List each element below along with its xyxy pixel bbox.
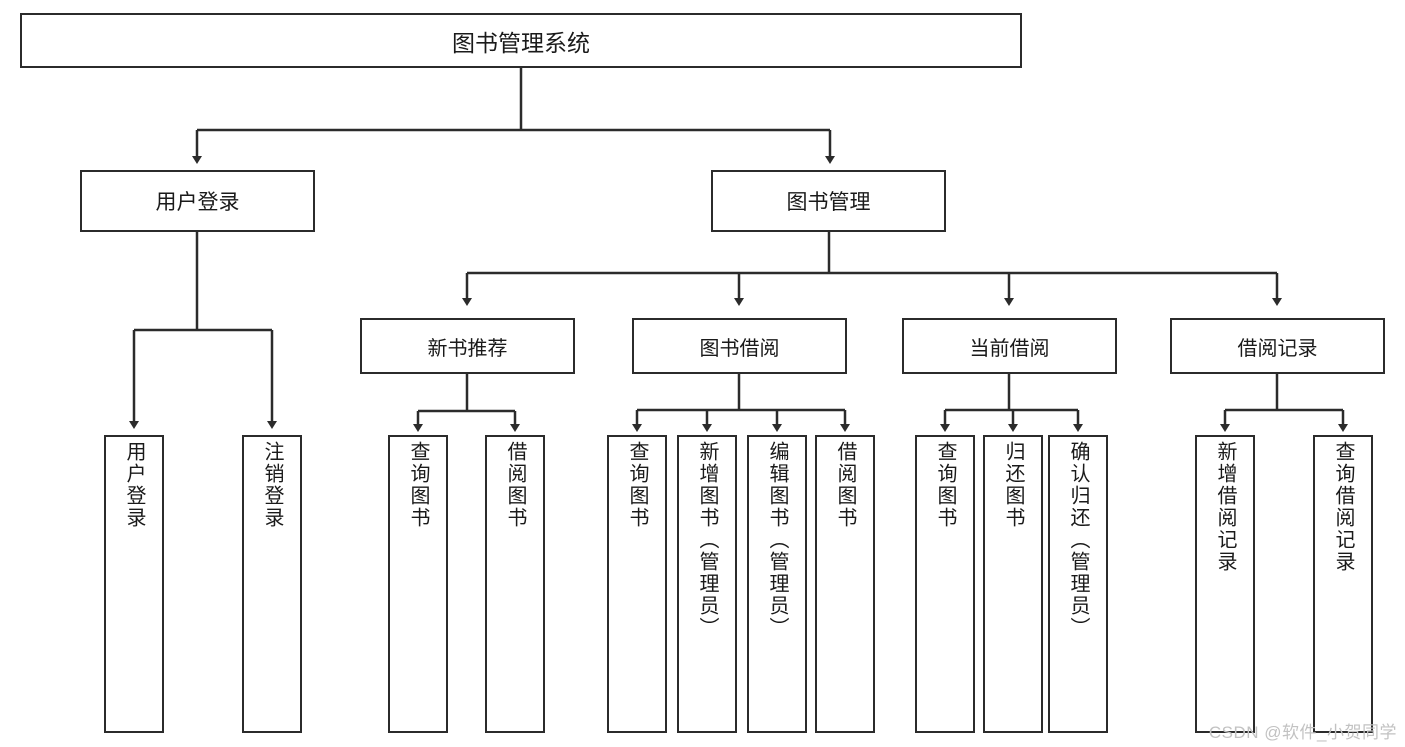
leaf-user-login[interactable]: 用户登录	[104, 435, 164, 733]
node-new-book-recommend[interactable]: 新书推荐	[360, 318, 575, 374]
leaf-add-book-admin-label: 新增图书（管理员）	[696, 441, 718, 639]
leaf-borrow-book[interactable]: 借阅图书	[815, 435, 875, 733]
leaf-query-book-recommend-label: 查询图书	[407, 441, 429, 529]
node-root[interactable]: 图书管理系统	[20, 13, 1022, 68]
leaf-add-borrow-record-label: 新增借阅记录	[1214, 441, 1236, 573]
node-book-management[interactable]: 图书管理	[711, 170, 946, 232]
leaf-add-book-admin[interactable]: 新增图书（管理员）	[677, 435, 737, 733]
leaf-query-book-current-label: 查询图书	[934, 441, 956, 529]
leaf-add-borrow-record[interactable]: 新增借阅记录	[1195, 435, 1255, 733]
leaf-logout-label: 注销登录	[261, 441, 283, 529]
leaf-query-book-recommend[interactable]: 查询图书	[388, 435, 448, 733]
csdn-watermark: CSDN @软件_小贺同学	[1208, 723, 1397, 742]
leaf-query-book-current[interactable]: 查询图书	[915, 435, 975, 733]
leaf-edit-book-admin-label: 编辑图书（管理员）	[766, 441, 788, 639]
node-new-book-recommend-label: 新书推荐	[427, 337, 508, 360]
node-current-borrow[interactable]: 当前借阅	[902, 318, 1117, 374]
leaf-query-book-borrow-label: 查询图书	[626, 441, 648, 529]
leaf-query-borrow-record-label: 查询借阅记录	[1332, 441, 1354, 573]
node-user-login[interactable]: 用户登录	[80, 170, 315, 232]
leaf-query-book-borrow[interactable]: 查询图书	[607, 435, 667, 733]
leaf-user-login-label: 用户登录	[123, 441, 145, 529]
leaf-return-book-label: 归还图书	[1002, 441, 1024, 529]
leaf-return-book[interactable]: 归还图书	[983, 435, 1043, 733]
leaf-confirm-return-admin-label: 确认归还（管理员）	[1067, 441, 1089, 639]
node-borrow-record[interactable]: 借阅记录	[1170, 318, 1385, 374]
leaf-borrow-book-recommend-label: 借阅图书	[504, 441, 526, 529]
node-book-borrow-label: 图书借阅	[699, 337, 780, 360]
node-book-borrow[interactable]: 图书借阅	[632, 318, 847, 374]
leaf-logout[interactable]: 注销登录	[242, 435, 302, 733]
node-book-management-label: 图书管理	[786, 191, 871, 214]
leaf-query-borrow-record[interactable]: 查询借阅记录	[1313, 435, 1373, 733]
leaf-borrow-book-recommend[interactable]: 借阅图书	[485, 435, 545, 733]
leaf-borrow-book-label: 借阅图书	[834, 441, 856, 529]
leaf-confirm-return-admin[interactable]: 确认归还（管理员）	[1048, 435, 1108, 733]
node-root-label: 图书管理系统	[452, 29, 590, 56]
node-user-login-label: 用户登录	[155, 191, 240, 214]
leaf-edit-book-admin[interactable]: 编辑图书（管理员）	[747, 435, 807, 733]
node-borrow-record-label: 借阅记录	[1237, 337, 1318, 360]
node-current-borrow-label: 当前借阅	[969, 337, 1050, 360]
